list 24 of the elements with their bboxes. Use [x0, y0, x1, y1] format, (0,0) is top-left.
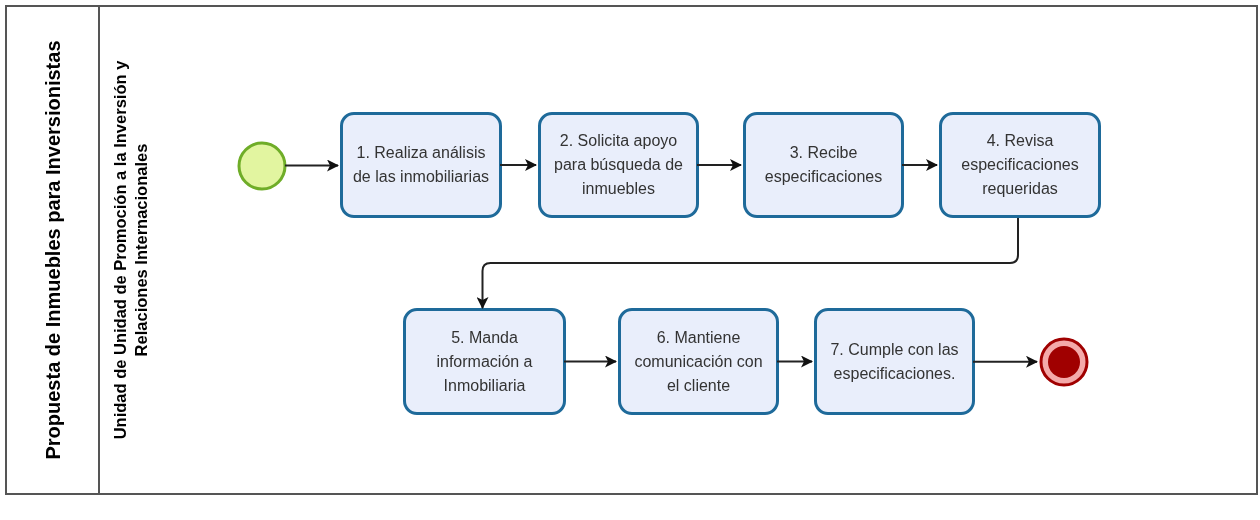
- task-box: [403, 308, 566, 415]
- task-label: 4. Revisa especificaciones requeridas: [960, 131, 1080, 199]
- arrow: [901, 159, 938, 171]
- arrow: [972, 355, 1038, 368]
- arrow: [776, 355, 813, 368]
- task-label: 3. Recibe especificaciones: [763, 143, 884, 187]
- arrow: [563, 355, 617, 368]
- arrow: [284, 159, 339, 172]
- task-box: [340, 112, 502, 218]
- arrow: [499, 159, 537, 171]
- task-label: 5. Manda información a Inmobiliaria: [435, 327, 534, 396]
- lane-title: Unidad de Unidad de Promoción a la Inversión y Relaciones Internacionales: [110, 59, 151, 442]
- task-label: 7. Cumple con las especificaciones.: [829, 339, 960, 384]
- task-box: [814, 308, 975, 415]
- task-box: [939, 112, 1101, 218]
- task-label: 6. Mantiene comunicación con el cliente: [633, 327, 764, 396]
- task-box: [538, 112, 699, 218]
- task-box: [743, 112, 904, 218]
- pool-title: Propuesta de Inmuebles para Inversionistas: [40, 40, 65, 460]
- task-box: [618, 308, 779, 415]
- task-label: 2. Solicita apoyo para búsqueda de inmuebles: [553, 131, 684, 199]
- arrow: [476, 217, 1019, 309]
- task-label: 1. Realiza análisis de las inmobiliarias: [351, 143, 491, 187]
- arrow: [696, 159, 742, 171]
